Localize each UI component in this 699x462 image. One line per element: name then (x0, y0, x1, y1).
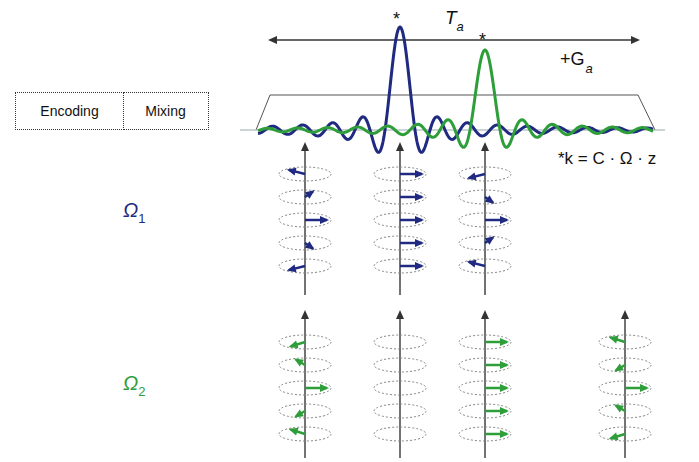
spin-head (294, 359, 304, 367)
precession-ring (374, 167, 426, 181)
precession-ring (459, 335, 511, 349)
subscript: 1 (138, 212, 145, 225)
precession-ring (599, 358, 651, 372)
subscript: a (586, 62, 593, 75)
precession-ring (374, 213, 426, 227)
precession-ring (374, 335, 426, 349)
spin-head (640, 384, 649, 392)
precession-ring (279, 358, 331, 372)
spin-head (614, 405, 624, 413)
precession-ring (374, 404, 426, 418)
spin-head (500, 216, 509, 224)
spin-head (500, 407, 509, 415)
precession-ring (374, 259, 426, 273)
precession-ring (599, 404, 651, 418)
axis-arrow (399, 314, 401, 458)
precession-ring (279, 427, 331, 441)
mixing-box: Mixing (123, 92, 209, 130)
frequency-label: Ω (123, 373, 138, 393)
precession-ring (459, 358, 511, 372)
equation-note: *k = C · Ω · z (558, 150, 656, 167)
spin-head (485, 236, 495, 244)
spin-head (289, 428, 299, 436)
echo-peak-green (258, 50, 653, 147)
spin-head (305, 190, 315, 198)
spin-head (320, 216, 329, 224)
precession-ring (459, 213, 511, 227)
precession-ring (599, 381, 651, 395)
precession-ring (599, 335, 651, 349)
duration-arrow (272, 39, 636, 40)
stage-label: Mixing (145, 103, 185, 119)
spin-head (609, 336, 619, 344)
encoding-box: Encoding (15, 92, 124, 130)
spin-head (485, 195, 495, 203)
spin-head (294, 409, 304, 417)
precession-ring (279, 213, 331, 227)
spin-head (320, 384, 329, 392)
spin-head (415, 262, 424, 270)
subscript: a (457, 20, 464, 33)
precession-ring (599, 427, 651, 441)
precession-ring (459, 381, 511, 395)
precession-ring (279, 381, 331, 395)
spin-head (415, 216, 424, 224)
precession-ring (279, 190, 331, 204)
spin-head (415, 239, 424, 247)
precession-ring (279, 404, 331, 418)
echo-marker: * (479, 31, 486, 49)
spin-head (415, 170, 424, 178)
duration-symbol: T (445, 8, 457, 27)
spin-head (467, 260, 477, 268)
spin-head (467, 173, 477, 181)
precession-ring (459, 167, 511, 181)
axis-arrow (484, 314, 486, 458)
precession-ring (279, 236, 331, 250)
subscript: 2 (138, 385, 145, 398)
spin-head (289, 341, 299, 349)
echo-marker: * (393, 10, 400, 28)
spin-head (500, 361, 509, 369)
precession-ring (459, 190, 511, 204)
frequency-label: Ω (123, 200, 138, 220)
axis-arrow (624, 314, 626, 458)
precession-ring (459, 404, 511, 418)
spin-head (500, 384, 509, 392)
spin-head (500, 338, 509, 346)
spin-head (305, 241, 315, 249)
precession-ring (374, 358, 426, 372)
gradient-label: +G (560, 50, 585, 68)
precession-ring (459, 236, 511, 250)
precession-ring (374, 190, 426, 204)
echo-peak-blue (258, 27, 653, 152)
spin-head (614, 363, 624, 371)
spin-head (287, 168, 297, 176)
axis-arrow (304, 314, 306, 458)
spin-head (500, 430, 509, 438)
precession-ring (279, 335, 331, 349)
spin-head (287, 265, 297, 273)
precession-ring (374, 381, 426, 395)
precession-ring (459, 427, 511, 441)
spin-head (415, 193, 424, 201)
precession-ring (459, 259, 511, 273)
precession-ring (374, 236, 426, 250)
precession-ring (279, 259, 331, 273)
precession-ring (374, 427, 426, 441)
gradient-trapezoid (256, 95, 655, 130)
spin-head (609, 433, 619, 441)
stage-label: Encoding (40, 103, 98, 119)
precession-ring (279, 167, 331, 181)
